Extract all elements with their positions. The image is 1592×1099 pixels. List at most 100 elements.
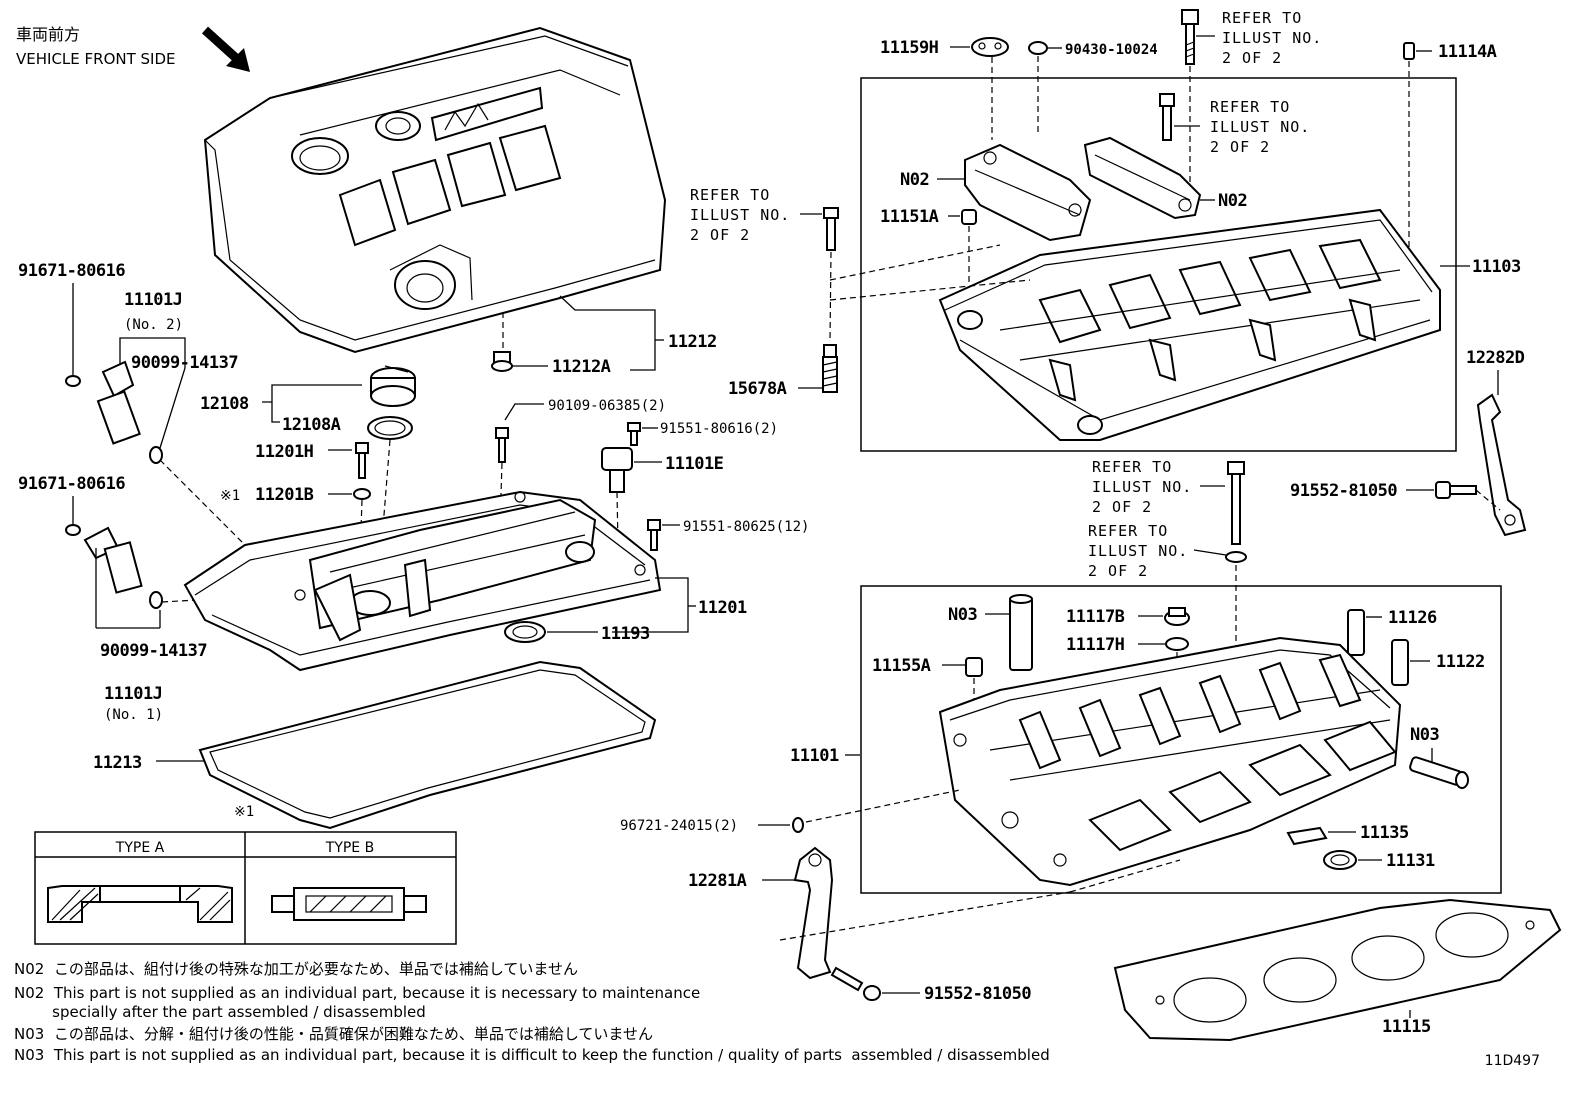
- seal-11131: [1323, 850, 1357, 870]
- label-11213: 11213: [93, 753, 142, 773]
- bolt-refer-top: [1181, 9, 1199, 65]
- type-a-section: [47, 885, 233, 923]
- front-side-jp: 車両前方: [16, 25, 80, 44]
- label-11201H: 11201H: [255, 442, 314, 462]
- label-11131: 11131: [1386, 851, 1435, 871]
- label-91552-81050-upper: 91552-81050: [1290, 481, 1397, 501]
- seal-11193: [504, 621, 546, 643]
- gasket-11135: [1286, 826, 1328, 846]
- refer-bolt-l3: 2 OF 2: [1092, 498, 1152, 516]
- mark-1-upper: ※1: [220, 488, 240, 504]
- type-a-label: TYPE A: [115, 840, 165, 856]
- toyota-logo: [375, 111, 421, 141]
- engine-cover: [203, 26, 667, 354]
- refer-washer-l1: REFER TO: [1088, 522, 1168, 540]
- refer-bolt-l1: REFER TO: [1092, 458, 1172, 476]
- bolt-refer-mid: [1159, 93, 1175, 141]
- bearing-cap-N02-left: [964, 143, 1092, 242]
- head-bolt-washer: [1225, 551, 1247, 563]
- label-11101J-no2: 11101J: [124, 290, 182, 310]
- label-91552-81050-lower: 91552-81050: [924, 984, 1031, 1004]
- refer-washer-l2: ILLUST NO.: [1088, 542, 1188, 560]
- label-12281A: 12281A: [688, 871, 747, 891]
- bolt-91551-80616: [627, 422, 641, 446]
- label-no2: (No. 2): [124, 317, 183, 333]
- vvti-logo: [430, 86, 544, 142]
- label-11101: 11101: [790, 746, 839, 766]
- guide-N03: [1009, 594, 1033, 671]
- label-11155A: 11155A: [872, 656, 931, 676]
- arrow-icon: [201, 26, 250, 72]
- pin-11155A: [965, 657, 983, 677]
- ocv-upper: [65, 360, 163, 464]
- cylinder-head-gasket: [1113, 898, 1562, 1042]
- type-b-section: [271, 887, 427, 921]
- type-b-label: TYPE B: [325, 840, 374, 856]
- cylinder-head-cover: [183, 490, 662, 672]
- label-90109-06385: 90109-06385(2): [548, 398, 666, 414]
- pipe-11126: [1347, 609, 1365, 656]
- refer-mid-l1: REFER TO: [1210, 98, 1290, 116]
- refer-top-l2: ILLUST NO.: [1222, 29, 1322, 47]
- label-91671-80616-upper: 91671-80616: [18, 261, 125, 281]
- label-11159H: 11159H: [880, 38, 939, 58]
- label-90099-14137-lower: 90099-14137: [100, 641, 207, 661]
- label-11103: 11103: [1472, 257, 1521, 277]
- engine-hanger-12281A: [793, 846, 834, 980]
- cap-11159H: [971, 37, 1009, 57]
- label-11101E: 11101E: [665, 454, 724, 474]
- label-11114A: 11114A: [1438, 42, 1497, 62]
- note-n03-en: N03 This part is not supplied as an indi…: [14, 1046, 1050, 1064]
- head-cover-gasket: [198, 660, 657, 830]
- bolt-refer-center: [823, 207, 839, 251]
- label-11212: 11212: [668, 332, 717, 352]
- label-11122: 11122: [1436, 652, 1485, 672]
- stud-90109: [495, 427, 509, 463]
- oil-filler-cap: [370, 365, 416, 407]
- mark-1-lower: ※1: [234, 804, 254, 820]
- camshaft-housing: [938, 208, 1441, 441]
- bolt-91551-80625: [647, 519, 661, 551]
- refer-bolt-l2: ILLUST NO.: [1092, 478, 1192, 496]
- pin-11151A: [961, 209, 977, 225]
- cylinder-head: [938, 636, 1402, 887]
- label-11151A: 11151A: [880, 207, 939, 227]
- bolt-91552-81050-lower: [830, 966, 881, 1001]
- label-11117H: 11117H: [1066, 635, 1125, 655]
- cylinder-head-frame: [860, 585, 1502, 894]
- cam-sensor-11101E: [601, 447, 633, 493]
- label-11201: 11201: [698, 598, 747, 618]
- bearing-cap-N02-right: [1083, 136, 1202, 220]
- label-91551-80616: 91551-80616(2): [660, 421, 778, 437]
- pipe-11122: [1391, 639, 1409, 686]
- label-11193: 11193: [601, 624, 650, 644]
- refer-mid-l3: 2 OF 2: [1210, 138, 1270, 156]
- label-no1: (No. 1): [104, 707, 163, 723]
- label-96721-24015: 96721-24015(2): [620, 818, 738, 834]
- label-N03-guide: N03: [948, 605, 977, 625]
- refer-center-l2: ILLUST NO.: [690, 206, 790, 224]
- bolt-91552-81050-upper: [1435, 481, 1477, 499]
- refer-washer-l3: 2 OF 2: [1088, 562, 1148, 580]
- grommet-11201B: [353, 488, 371, 500]
- label-11212A: 11212A: [552, 357, 611, 377]
- label-15678A: 15678A: [728, 379, 787, 399]
- camshaft-housing-frame: [860, 77, 1457, 452]
- label-11126: 11126: [1388, 608, 1437, 628]
- refer-top-l1: REFER TO: [1222, 9, 1302, 27]
- cap-gasket: [367, 416, 413, 440]
- refer-center-l1: REFER TO: [690, 186, 770, 204]
- label-12108A: 12108A: [282, 415, 341, 435]
- ocv-lower: [65, 524, 163, 609]
- refer-mid-l2: ILLUST NO.: [1210, 118, 1310, 136]
- label-12282D: 12282D: [1466, 348, 1525, 368]
- refer-center-l3: 2 OF 2: [690, 226, 750, 244]
- label-11117B: 11117B: [1066, 607, 1125, 627]
- guide-N03-right: [1409, 756, 1469, 789]
- note-n03-jp: N03 この部品は、分解・組付け後の性能・品質確保が困難なため、単品では補給して…: [14, 1025, 653, 1043]
- grommet-11212A: [491, 351, 513, 372]
- bolt-11201H: [355, 442, 369, 479]
- note-n02-jp: N02 この部品は、組付け後の特殊な加工が必要なため、単品では補給していません: [14, 960, 578, 978]
- label-N03-guide-right: N03: [1410, 725, 1439, 745]
